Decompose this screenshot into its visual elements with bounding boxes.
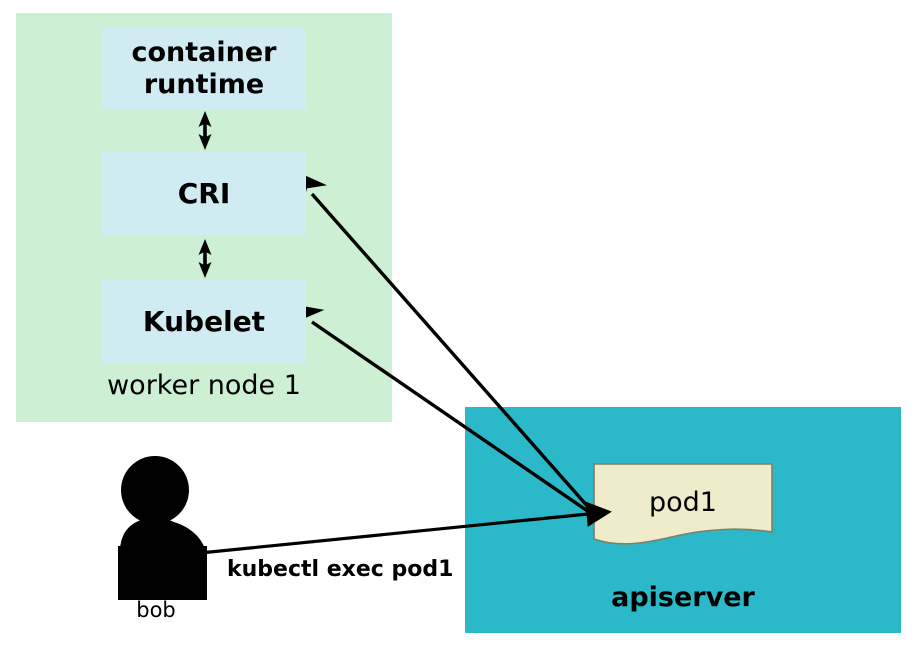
component-cri[interactable]: CRI	[102, 152, 306, 235]
bob-shoulders-icon	[118, 519, 207, 600]
pod1-label: pod1	[649, 487, 717, 518]
component-container-runtime[interactable]: container runtime	[102, 27, 306, 110]
bob-torso-icon	[118, 546, 207, 600]
worker-node-label: worker node 1	[107, 370, 301, 401]
component-kubelet-label: Kubelet	[142, 304, 266, 338]
kubectl-command-label: kubectl exec pod1	[227, 557, 454, 582]
bob-body-icon	[120, 518, 190, 600]
bob-actor-figure[interactable]	[118, 456, 207, 600]
bob-head-icon	[121, 456, 189, 524]
component-container-runtime-label: container runtime	[131, 36, 277, 100]
component-cri-label: CRI	[177, 176, 231, 210]
apiserver-label: apiserver	[611, 582, 755, 613]
component-kubelet[interactable]: Kubelet	[102, 280, 306, 363]
bob-label: bob	[136, 598, 176, 622]
